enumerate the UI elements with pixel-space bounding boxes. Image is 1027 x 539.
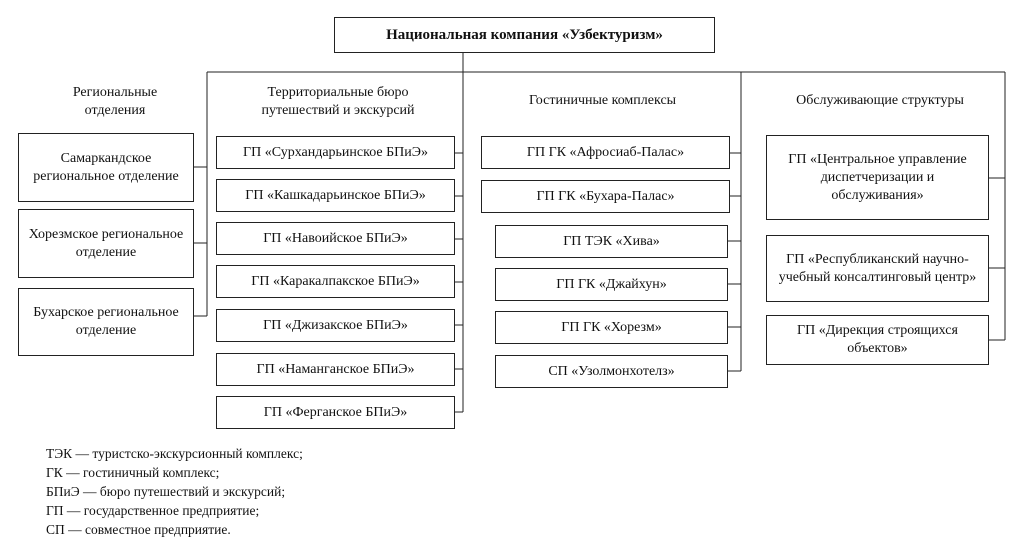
bureau-box-surkhandarya: ГП «Сурхандарьинское БПиЭ» bbox=[216, 136, 455, 169]
header-bureaus: Территориальные бюро путешествий и экску… bbox=[261, 85, 415, 118]
abbreviations-legend: ТЭК — туристско-экскурсионный комплекс; … bbox=[46, 444, 303, 539]
company-title: Национальная компания «Узбектуризм» bbox=[334, 17, 715, 53]
legend-item: БПиЭ — бюро путешествий и экскурсий; bbox=[46, 484, 286, 499]
bureau-box-karakalpak: ГП «Каракалпакское БПиЭ» bbox=[216, 265, 455, 298]
bureau-box-navoi: ГП «Навоийское БПиЭ» bbox=[216, 222, 455, 255]
header-hotels: Гостиничные комплексы bbox=[528, 93, 677, 108]
hotel-box-afrosiab: ГП ГК «Афросиаб-Палас» bbox=[481, 136, 730, 169]
hotel-box-khiva: ГП ТЭК «Хива» bbox=[495, 225, 728, 258]
bureau-box-jizzakh: ГП «Джизакское БПиЭ» bbox=[216, 309, 455, 342]
header-regional: Региональные отделения bbox=[72, 85, 158, 118]
hotel-box-uzolmonhotels: СП «Узолмонхотелз» bbox=[495, 355, 728, 388]
service-box-consulting-center: ГП «Республиканский научно-учебный конса… bbox=[766, 235, 989, 302]
bureau-box-kashkadarya: ГП «Кашкадарьинское БПиЭ» bbox=[216, 179, 455, 212]
hotel-box-bukhara-palace: ГП ГК «Бухара-Палас» bbox=[481, 180, 730, 213]
regional-box-samarkand: Самаркандское региональное отделение bbox=[18, 133, 194, 202]
service-box-central-dispatch: ГП «Центральное управление диспетчеризац… bbox=[766, 135, 989, 220]
regional-box-bukhara: Бухарское региональное отделение bbox=[18, 288, 194, 356]
bureau-box-namangan: ГП «Наманганское БПиЭ» bbox=[216, 353, 455, 386]
bureau-box-fergana: ГП «Ферганское БПиЭ» bbox=[216, 396, 455, 429]
legend-item: ГК — гостиничный комплекс; bbox=[46, 465, 220, 480]
legend-item: СП — совместное предприятие. bbox=[46, 522, 231, 537]
hotel-box-jaykhun: ГП ГК «Джайхун» bbox=[495, 268, 728, 301]
service-box-construction-directorate: ГП «Дирекция строящихся объектов» bbox=[766, 315, 989, 365]
legend-item: ГП — государственное предприятие; bbox=[46, 503, 260, 518]
legend-item: ТЭК — туристско-экскурсионный комплекс; bbox=[46, 446, 303, 461]
regional-box-khorezm: Хорезмское региональное отделение bbox=[18, 209, 194, 278]
hotel-box-khorezm: ГП ГК «Хорезм» bbox=[495, 311, 728, 344]
header-service: Обслуживающие структуры bbox=[796, 93, 964, 108]
